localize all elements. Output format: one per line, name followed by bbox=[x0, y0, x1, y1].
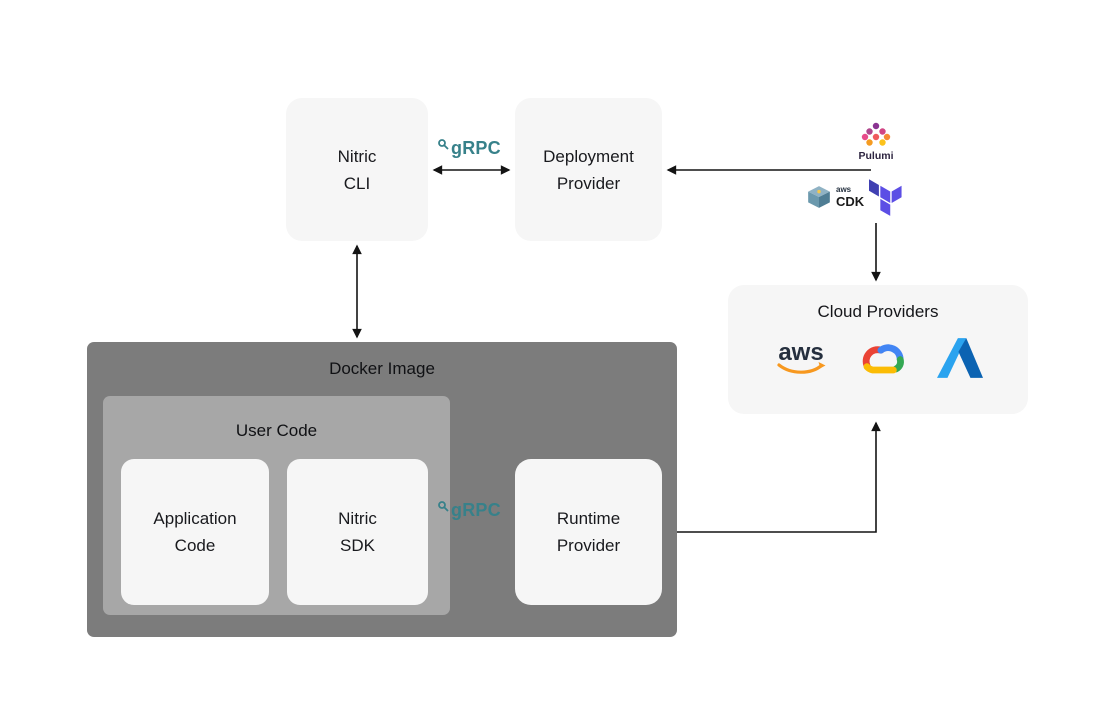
terraform-icon bbox=[869, 179, 902, 216]
cloud-provider-logos: aws bbox=[773, 335, 983, 381]
runtime-provider-label: Runtime Provider bbox=[556, 509, 621, 555]
pulumi-icon bbox=[861, 122, 891, 146]
application-code-label: Application Code bbox=[153, 509, 237, 555]
grpc-icon bbox=[438, 139, 449, 150]
node-nitric-sdk: Nitric SDK bbox=[287, 459, 428, 605]
grpc-text: gRPC bbox=[451, 138, 501, 158]
node-application-code: Application Code bbox=[121, 459, 269, 605]
aws-cdk-text: aws CDK bbox=[836, 185, 865, 209]
aws-cdk-logo: aws CDK bbox=[806, 184, 864, 210]
grpc-icon bbox=[438, 501, 449, 512]
terraform-logo bbox=[869, 179, 902, 222]
aws-cdk-label: CDK bbox=[836, 194, 865, 209]
node-cloud-providers: Cloud Providers aws bbox=[728, 285, 1028, 414]
azure-icon bbox=[937, 338, 983, 378]
node-user-code: User Code Application Code Nitric SDK bbox=[103, 396, 450, 615]
grpc-text: gRPC bbox=[451, 500, 501, 520]
aws-cdk-icon bbox=[808, 186, 830, 208]
node-nitric-cli: Nitric CLI bbox=[286, 98, 428, 241]
nitric-sdk-label: Nitric SDK bbox=[338, 509, 377, 555]
node-deployment-provider: Deployment Provider bbox=[515, 98, 662, 241]
docker-image-title: Docker Image bbox=[329, 359, 435, 378]
aws-cdk-sublabel: aws bbox=[836, 185, 852, 194]
grpc-label-top: gRPC bbox=[438, 138, 501, 159]
nitric-cli-label: Nitric CLI bbox=[337, 146, 377, 193]
aws-wordmark: aws bbox=[778, 339, 823, 366]
node-runtime-provider: Runtime Provider bbox=[515, 459, 662, 605]
edge-runtime-cloudproviders bbox=[666, 421, 881, 537]
pulumi-label: Pulumi bbox=[858, 150, 894, 162]
google-cloud-icon bbox=[862, 344, 904, 374]
cloud-providers-title: Cloud Providers bbox=[817, 302, 939, 321]
grpc-label-bottom: gRPC bbox=[438, 500, 501, 521]
aws-icon: aws bbox=[777, 339, 826, 374]
user-code-title: User Code bbox=[235, 421, 318, 440]
node-docker-image: Docker Image User Code Application Code … bbox=[87, 342, 677, 637]
pulumi-logo: Pulumi bbox=[846, 122, 906, 162]
deployment-provider-label: Deployment Provider bbox=[543, 146, 634, 193]
